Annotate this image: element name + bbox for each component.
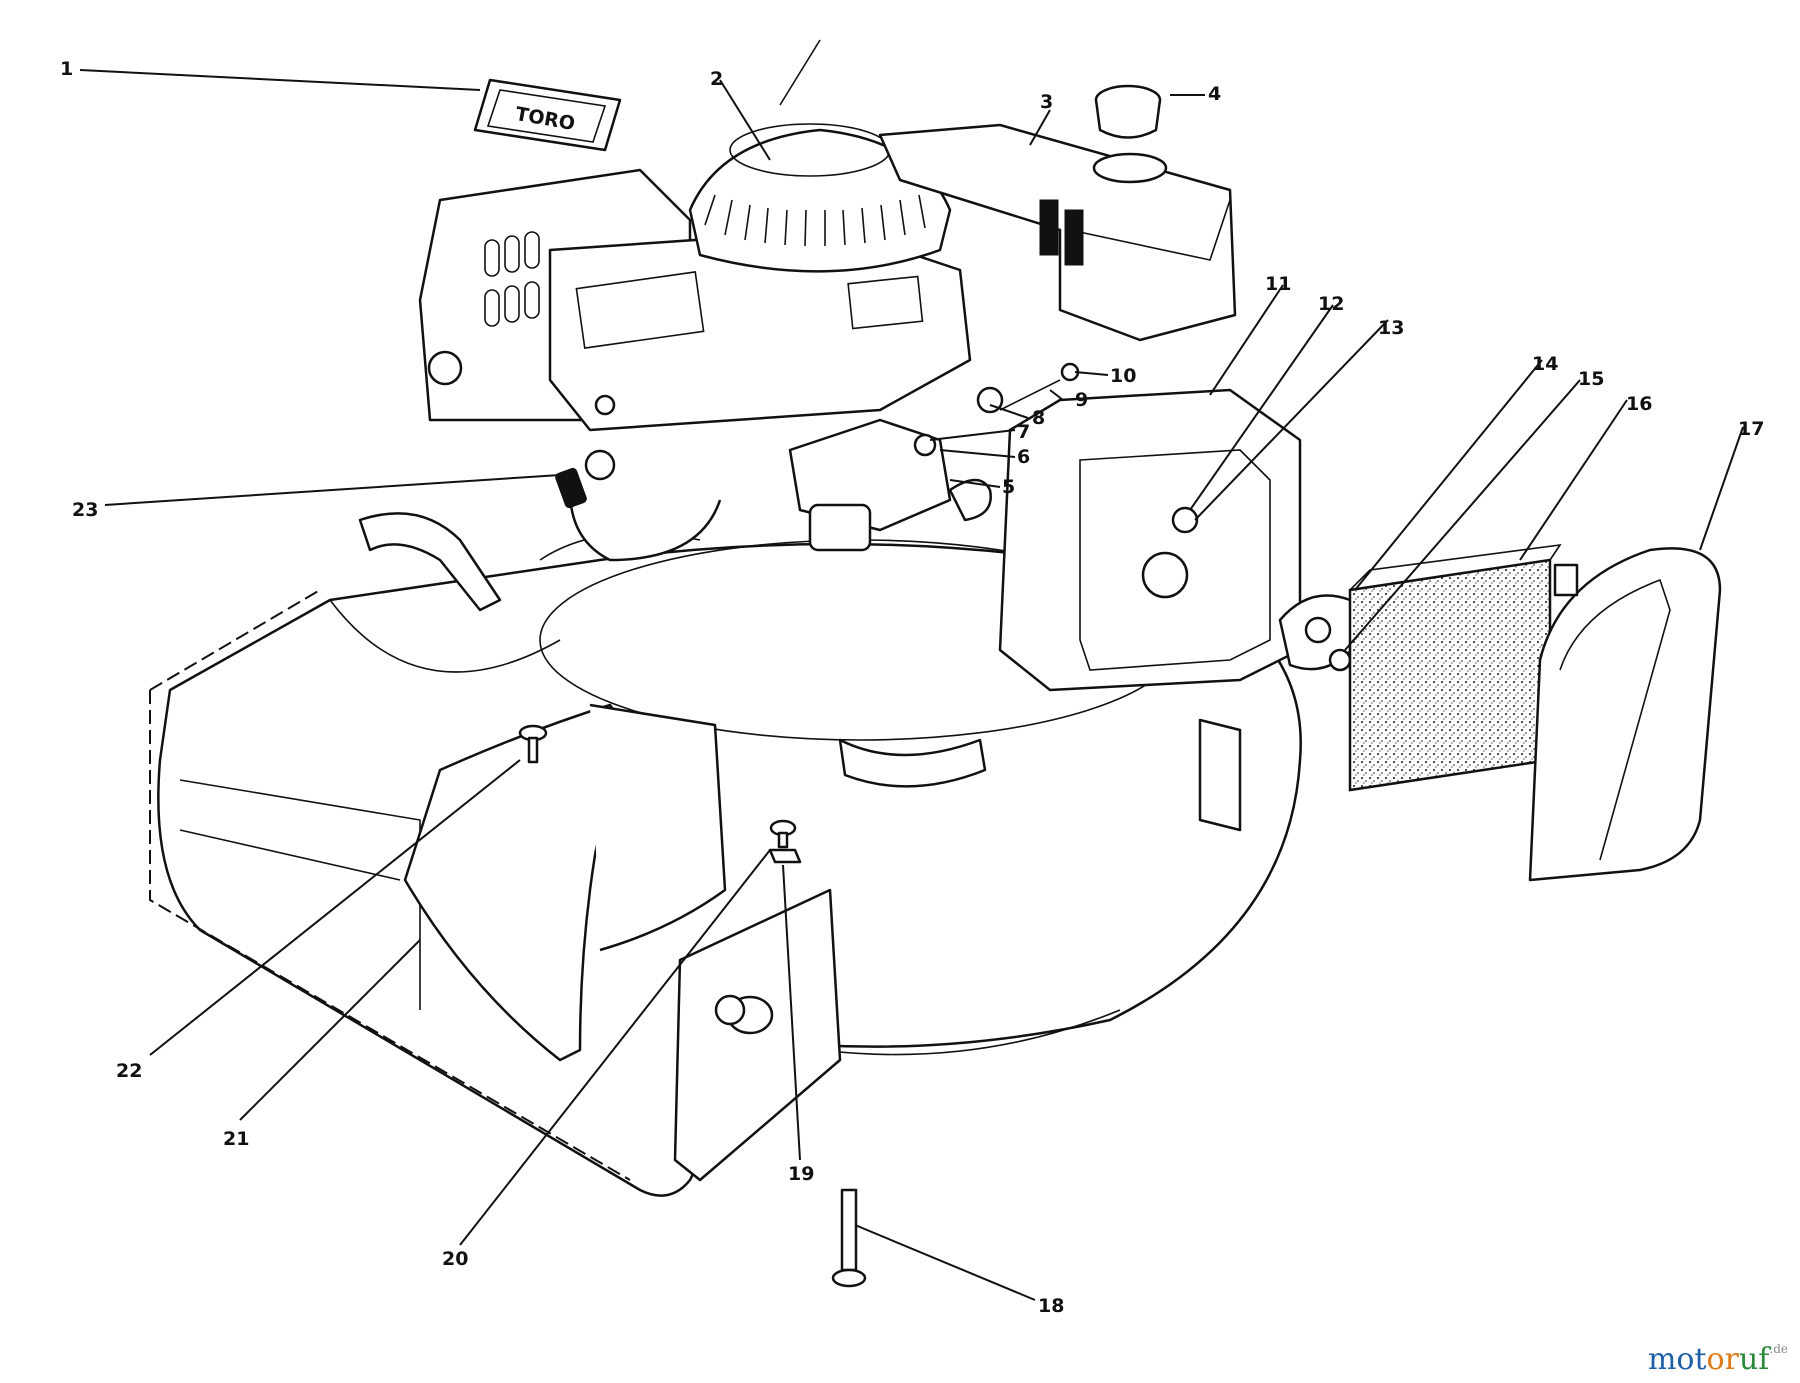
- callout-6: 6: [1017, 446, 1030, 468]
- recoil-starter: [688, 39, 952, 273]
- callout-20: 20: [442, 1248, 468, 1270]
- callout-8: 8: [1032, 407, 1045, 429]
- callout-9: 9: [1075, 389, 1088, 411]
- watermark-part3: uf: [1738, 1342, 1770, 1377]
- screw-22: [518, 724, 548, 764]
- discharge-baffle: [403, 703, 727, 1062]
- air-cleaner-cover: [1528, 547, 1722, 882]
- screw-20: [768, 819, 802, 864]
- callout-7: 7: [1017, 421, 1030, 443]
- callout-2: 2: [710, 68, 723, 90]
- callout-23: 23: [72, 499, 98, 521]
- callout-17: 17: [1738, 418, 1764, 440]
- callout-11: 11: [1265, 273, 1291, 295]
- air-cleaner-body: [998, 388, 1302, 692]
- callout-19: 19: [788, 1163, 814, 1185]
- leader-lines: [79, 69, 1744, 1301]
- callout-12: 12: [1318, 293, 1344, 315]
- bolt-18: [831, 1188, 867, 1288]
- toro-logo-plate: TORO: [473, 78, 622, 152]
- callout-13: 13: [1378, 317, 1404, 339]
- watermark-suffix: .de: [1769, 1342, 1788, 1356]
- fuel-cap: [1092, 84, 1168, 184]
- callout-18: 18: [1038, 1295, 1064, 1317]
- callout-5: 5: [1002, 476, 1015, 498]
- callout-labels: 1 2 3 4 5 6 7 8 9 10 11 12 13 14 15 16 1…: [60, 58, 1764, 1317]
- callout-3: 3: [1040, 91, 1053, 113]
- cooling-fins: [484, 231, 540, 327]
- callout-21: 21: [223, 1128, 249, 1150]
- wheel-bracket: [673, 888, 842, 1182]
- callout-22: 22: [116, 1060, 142, 1082]
- callout-10: 10: [1110, 365, 1136, 387]
- callout-14: 14: [1532, 353, 1558, 375]
- carburetor-assembly: [788, 362, 1080, 552]
- motoruf-watermark: motoruf.de: [1648, 1342, 1788, 1377]
- foam-element: [1348, 543, 1562, 792]
- watermark-part2: or: [1706, 1342, 1739, 1377]
- mower-deck: [149, 512, 1302, 1197]
- callout-4: 4: [1208, 83, 1221, 105]
- callout-1: 1: [60, 58, 73, 80]
- watermark-part1: mot: [1647, 1342, 1707, 1377]
- wing-nut: [1328, 648, 1352, 672]
- callout-15: 15: [1578, 368, 1604, 390]
- engine-assembly: [418, 168, 972, 432]
- callout-16: 16: [1626, 393, 1652, 415]
